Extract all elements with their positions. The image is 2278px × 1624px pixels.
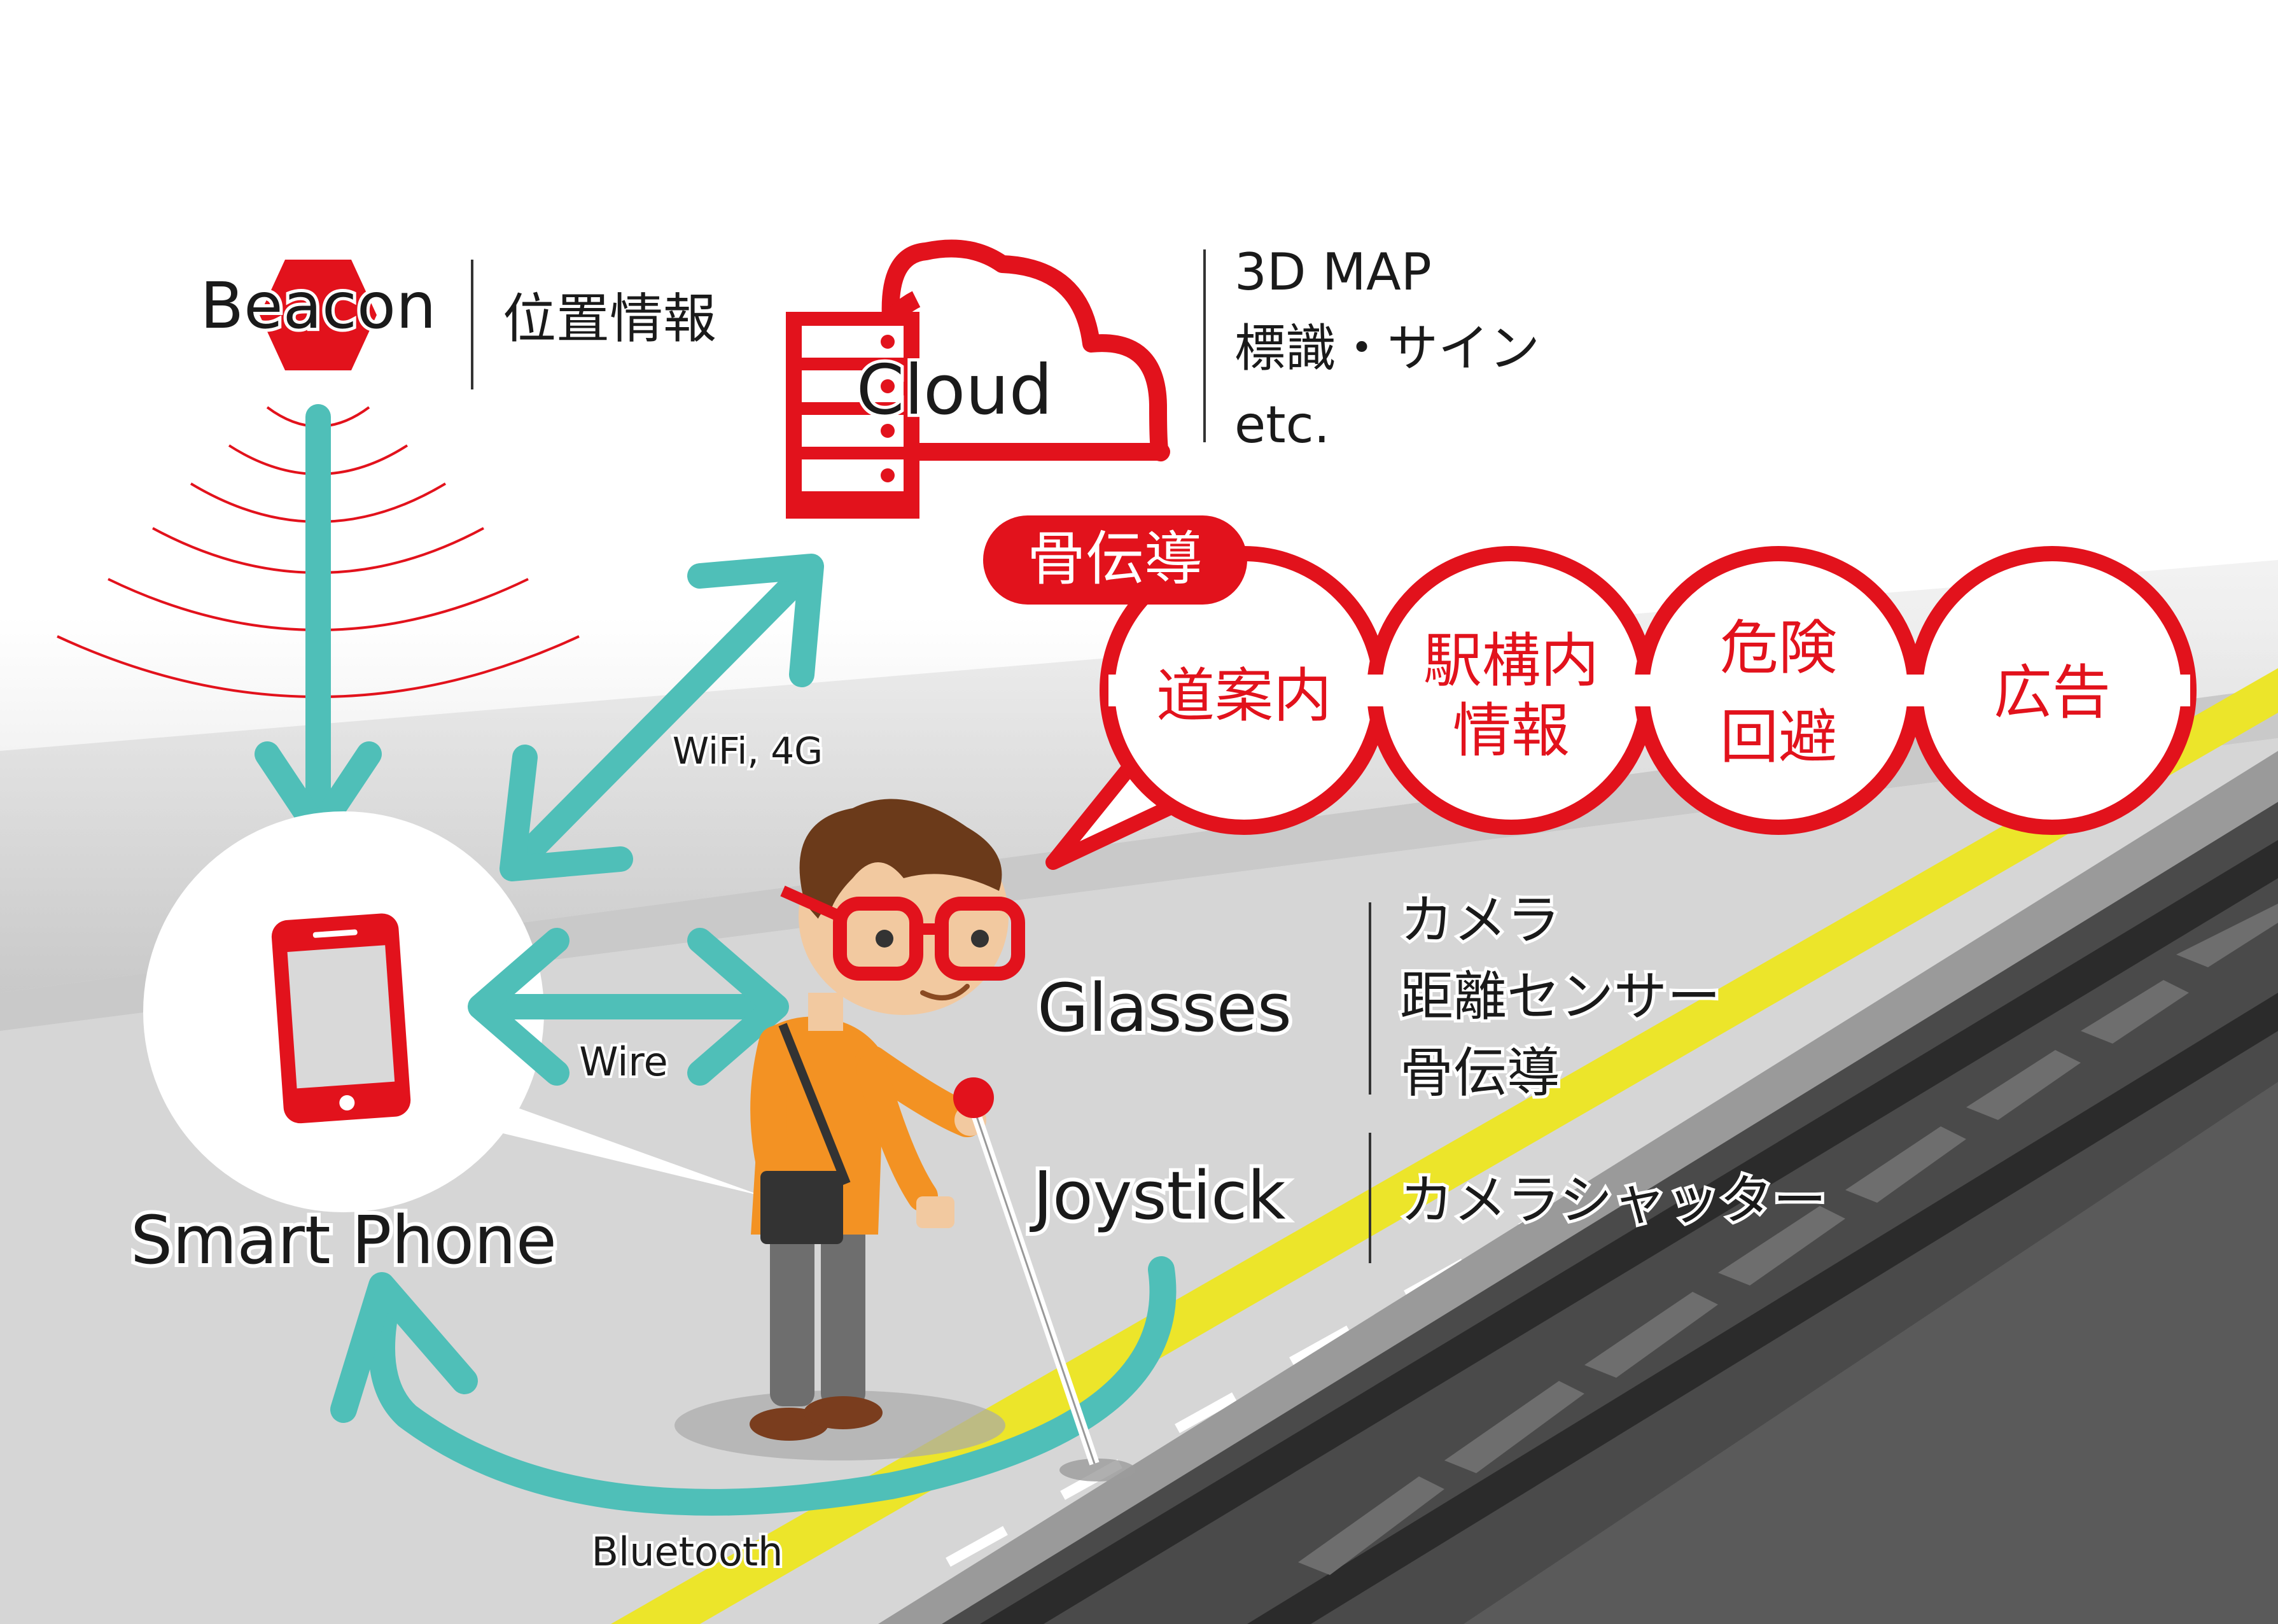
cloud-icon <box>881 239 1170 462</box>
cloud-label: Cloud <box>856 351 1053 430</box>
beacon-info: 位置情報 <box>503 288 716 350</box>
bone-conduction-title: 骨伝導 <box>1027 525 1203 593</box>
wire-arrow-head-glasses <box>687 928 789 1086</box>
bubble-danger-line-1: 危険 <box>1720 614 1837 682</box>
wifi-arrow <box>503 557 821 878</box>
bubble-station-info-line-1: 駅構内 <box>1423 627 1599 695</box>
bluetooth-arrow-head <box>330 1272 478 1423</box>
wifi-arrow-head-cloud <box>687 554 824 687</box>
cloud-info-line-1: 3D MAP <box>1234 242 1432 302</box>
yellow-tactile-line <box>611 668 2278 1624</box>
smartphone-label: Smart Phone <box>130 1201 557 1279</box>
platform-floor <box>0 738 2278 1624</box>
glasses-label: Glasses <box>1037 969 1292 1047</box>
bubble-station-info-line-2: 情報 <box>1453 697 1570 765</box>
track-rail-near <box>980 840 2278 1624</box>
bluetooth-arrow <box>368 1256 1177 1516</box>
bubble-ads-text: 広告 <box>1994 659 2111 727</box>
track-rail-far <box>1247 993 2278 1624</box>
bubble-guide-text: 道案内 <box>1156 662 1332 730</box>
joystick-feature-1: カメラシャッター <box>1400 1169 1826 1231</box>
wifi-label: WiFi, 4G <box>673 729 823 773</box>
server-icon <box>786 312 919 519</box>
phone-bubble-tail <box>445 1082 764 1196</box>
bone-conduction-tag <box>983 515 1247 605</box>
glasses-feature-1: カメラ <box>1400 889 1560 951</box>
bluetooth-label: Bluetooth <box>592 1529 783 1575</box>
smartphone-icon <box>271 913 411 1124</box>
platform-edge <box>878 751 2278 1624</box>
wire-label: Wire <box>579 1039 667 1085</box>
track-far-bed <box>1464 1082 2278 1624</box>
beacon-label: Beacon <box>200 269 437 343</box>
bone-conduction-bubbles <box>1100 546 2197 835</box>
wire-arrow-head-phone <box>468 928 570 1086</box>
person-illustration <box>674 799 1136 1481</box>
bubble-danger-line-2: 回避 <box>1720 703 1837 771</box>
cloud-info-line-2: 標識・サイン <box>1234 319 1540 378</box>
glasses-feature-3: 骨伝導 <box>1400 1042 1560 1104</box>
wifi-arrow-head-phone <box>500 745 633 881</box>
cloud-info-line-3: etc. <box>1234 395 1330 454</box>
joystick-label: Joystick <box>1029 1157 1285 1235</box>
track-sleepers <box>1298 904 2278 1575</box>
beacon-icon <box>260 260 377 370</box>
glasses-feature-2: 距離センサー <box>1400 965 1721 1028</box>
